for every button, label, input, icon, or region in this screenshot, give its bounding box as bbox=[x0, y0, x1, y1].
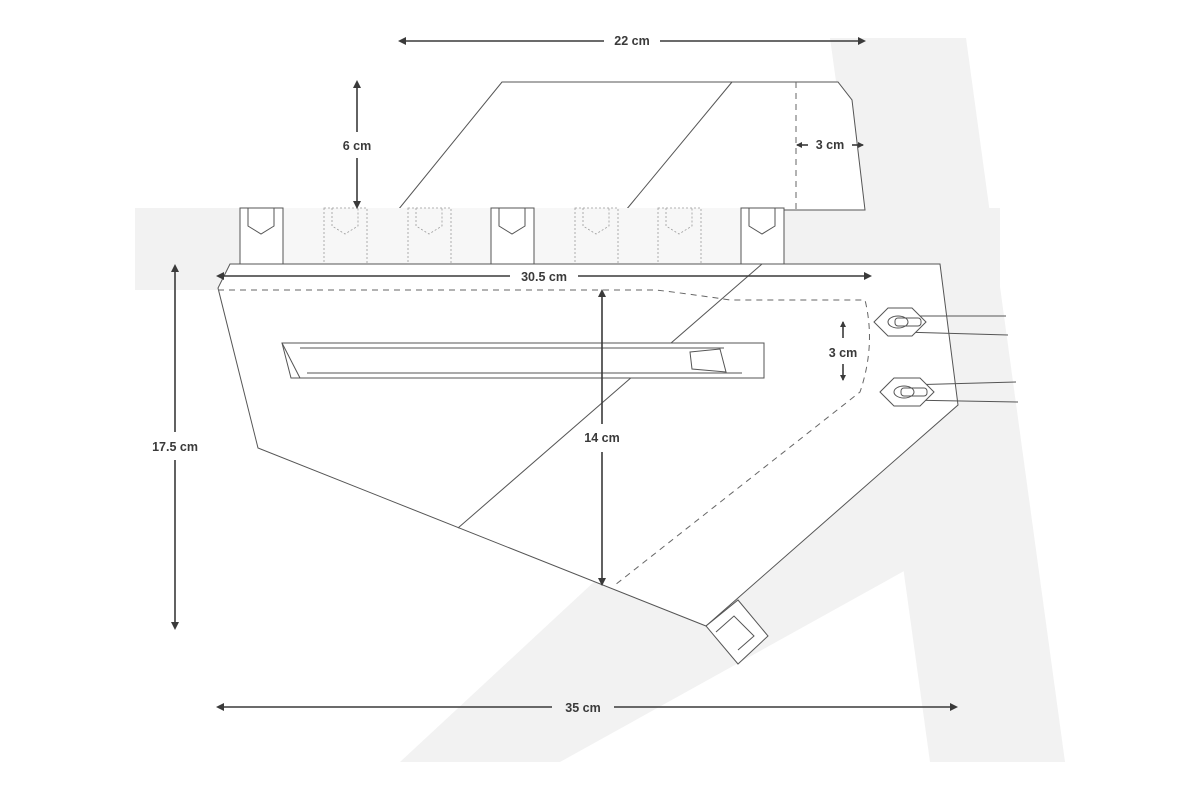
zipper bbox=[281, 342, 765, 379]
strap-strip bbox=[239, 207, 785, 265]
dimension-top-height: 6 cm bbox=[343, 80, 372, 209]
strap-solid-3 bbox=[740, 207, 785, 265]
inner-end-label: 3 cm bbox=[829, 346, 858, 360]
strap-solid-2 bbox=[490, 207, 535, 265]
dimension-bottom-length: 35 cm bbox=[216, 701, 958, 715]
top-bag-seam bbox=[625, 81, 733, 211]
dimension-main-height: 17.5 cm bbox=[152, 264, 198, 630]
top-end-label: 3 cm bbox=[816, 138, 845, 152]
inner-height-label: 14 cm bbox=[584, 431, 619, 445]
dimension-top-end: 3 cm bbox=[796, 138, 864, 152]
dimension-top-length: 22 cm bbox=[398, 34, 866, 48]
zipper-pull bbox=[689, 348, 727, 373]
top-height-label: 6 cm bbox=[343, 139, 372, 153]
top-length-label: 22 cm bbox=[614, 34, 649, 48]
dimension-inner-end: 3 cm bbox=[829, 321, 858, 381]
bottom-length-label: 35 cm bbox=[565, 701, 600, 715]
bottom-strap bbox=[705, 599, 769, 665]
strap-buckle-2 bbox=[879, 377, 1019, 407]
main-length-label: 30.5 cm bbox=[521, 270, 567, 284]
frame-bag-diagonal-seam bbox=[457, 263, 763, 529]
frame-bag bbox=[217, 263, 959, 627]
main-height-label: 17.5 cm bbox=[152, 440, 198, 454]
dimension-main-length: 30.5 cm bbox=[216, 270, 872, 284]
frame-bag-inner-panel bbox=[218, 289, 870, 586]
strap-solid-1 bbox=[239, 207, 284, 265]
dimension-inner-height: 14 cm bbox=[584, 289, 620, 586]
strap-buckle-1 bbox=[873, 307, 1009, 337]
top-bag-body bbox=[396, 81, 866, 211]
top-tube-bag bbox=[396, 81, 866, 211]
